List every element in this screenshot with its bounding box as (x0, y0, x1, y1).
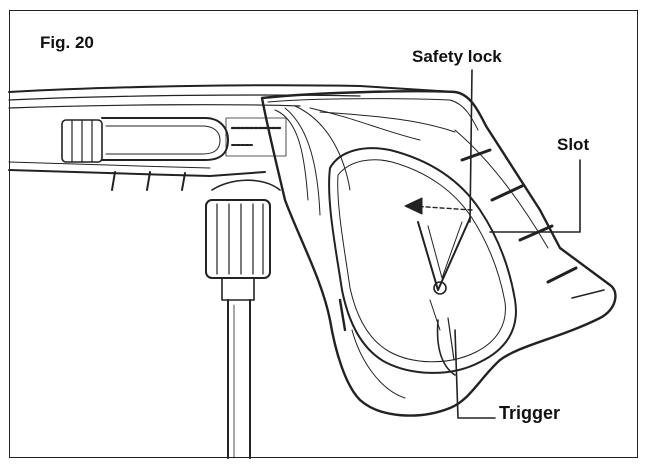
hose-connector (205, 179, 281, 301)
callout-leaders (454, 69, 581, 419)
hose (227, 299, 251, 459)
safety-lock-label: Safety lock (412, 47, 502, 66)
slot-leader (489, 159, 581, 233)
trigger (436, 317, 456, 376)
figure-label: Fig. 20 (40, 33, 94, 52)
slot-label: Slot (557, 135, 590, 154)
trigger-leader (454, 329, 496, 419)
barrel (8, 84, 456, 191)
trigger-label: Trigger (499, 403, 561, 423)
safety-lock (404, 197, 473, 295)
safety-lock-leader (469, 69, 473, 223)
